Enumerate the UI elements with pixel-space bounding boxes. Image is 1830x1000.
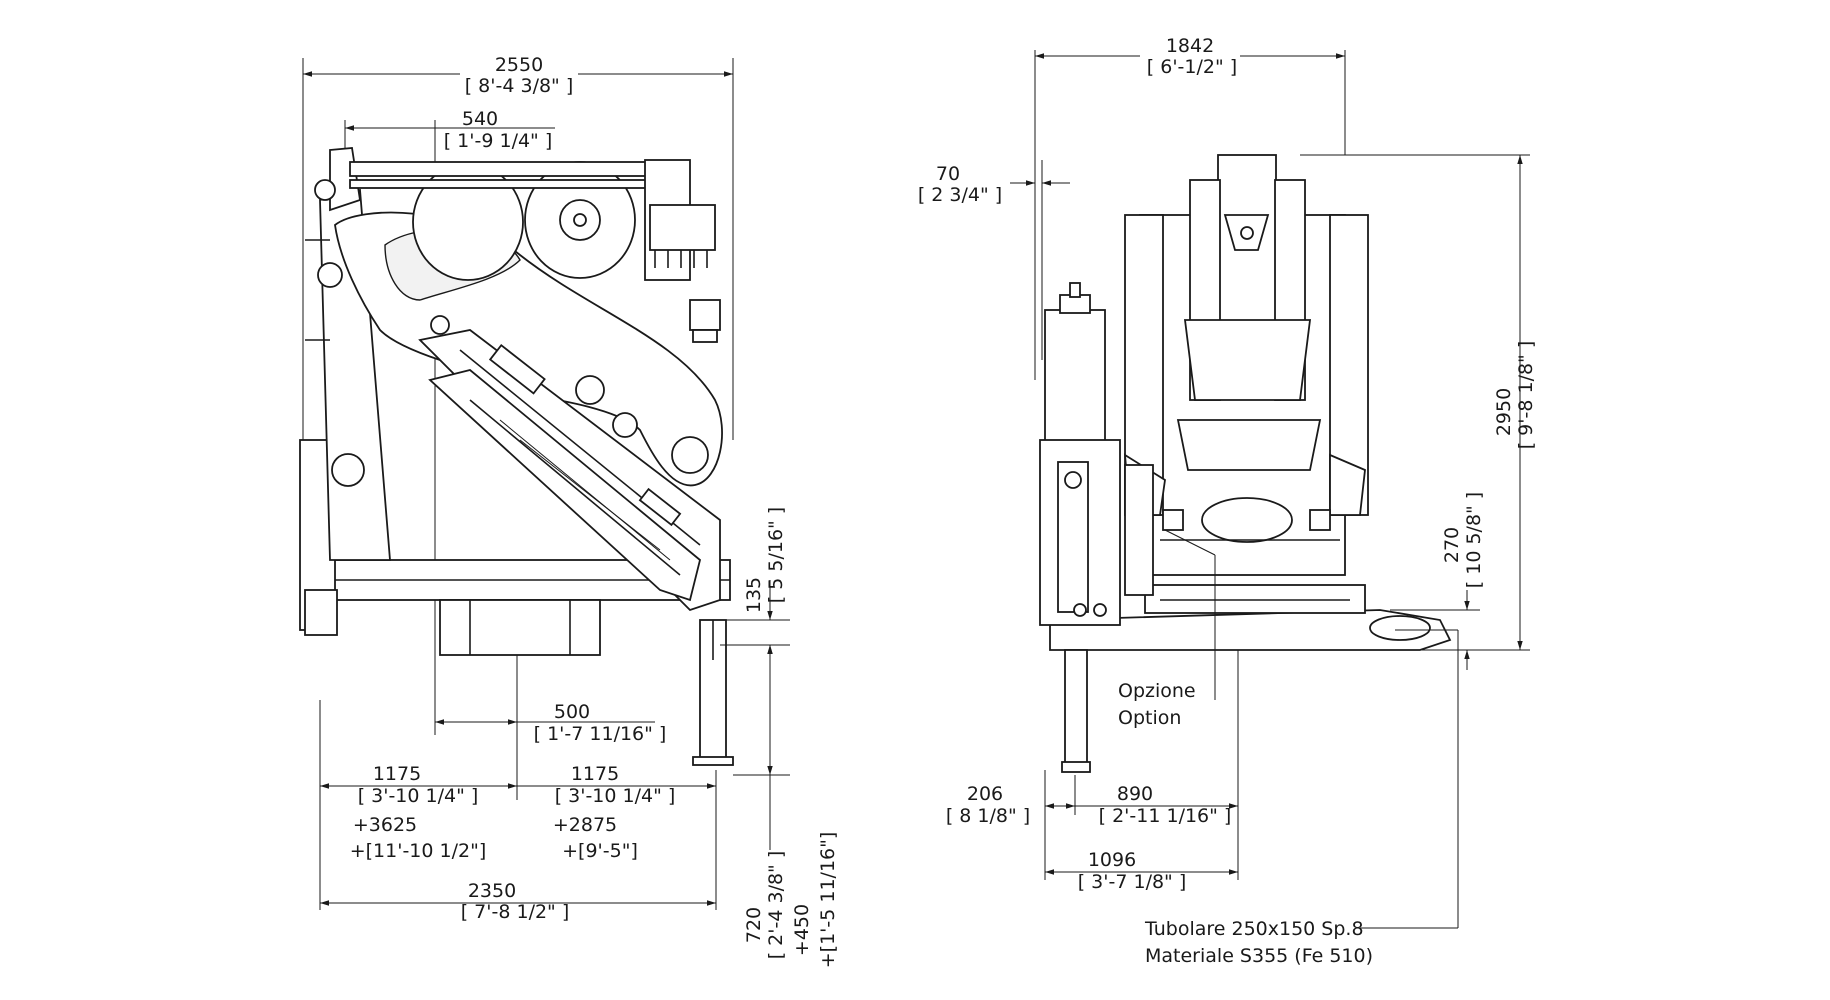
option-callout: Opzione Option <box>1118 529 1216 729</box>
dim-2550: 2550 <box>495 54 543 76</box>
dim-3625-imperial: +[11'-10 1/2"] <box>350 840 487 862</box>
front-base-plate <box>1049 584 1452 651</box>
dim-1175-left-imperial: [ 3'-10 1/4" ] <box>358 785 479 807</box>
dim-1096-imperial: [ 3'-7 1/8" ] <box>1078 871 1187 893</box>
dim-base-width: 2350 [ 7'-8 1/2" ] <box>320 880 716 923</box>
hose-reels <box>349 161 651 281</box>
dim-leg-total: 1096 [ 3'-7 1/8" ] <box>1045 849 1238 893</box>
dim-front-height: 2950 [ 9'-8 1/8" ] <box>1300 154 1537 651</box>
dim-1175-right: 1175 <box>571 763 619 785</box>
dim-leg-offsets: 206 [ 8 1/8" ] 890 [ 2'-11 1/16" ] <box>946 650 1239 880</box>
dim-70-imperial: [ 2 3/4" ] <box>918 184 1002 206</box>
dim-2950: 2950 <box>1493 388 1515 436</box>
front-column <box>1123 154 1369 576</box>
dim-1842-imperial: [ 6'-1/2" ] <box>1147 56 1237 78</box>
dim-206-imperial: [ 8 1/8" ] <box>946 805 1030 827</box>
dim-890: 890 <box>1117 783 1153 805</box>
dim-1175-right-imperial: [ 3'-10 1/4" ] <box>555 785 676 807</box>
front-stabilizer <box>1039 282 1154 773</box>
side-view: 2550 [ 8'-4 3/8" ] 540 [ 1'-9 1/4" ] <box>299 54 839 968</box>
dim-1842: 1842 <box>1166 35 1214 57</box>
dim-206: 206 <box>967 783 1003 805</box>
dim-890-imperial: [ 2'-11 1/16" ] <box>1099 805 1232 827</box>
dim-2875: +2875 <box>553 814 617 836</box>
dim-135-imperial: [ 5 5/16" ] <box>765 507 787 603</box>
option-label-en: Option <box>1118 707 1181 729</box>
dim-2875-imperial: +[9'-5"] <box>562 840 638 862</box>
dim-500: 500 <box>554 701 590 723</box>
dim-540-imperial: [ 1'-9 1/4" ] <box>444 130 553 152</box>
dim-720: 720 <box>743 907 765 943</box>
dim-270-imperial: [ 10 5/8" ] <box>1463 492 1485 588</box>
stabilizer-leg-side <box>692 619 734 766</box>
dim-270: 270 <box>1441 527 1463 563</box>
dim-135: 135 <box>743 577 765 613</box>
tube-note-text: Tubolare 250x150 Sp.8 <box>1144 918 1364 940</box>
dim-overall-width: 2550 [ 8'-4 3/8" ] <box>302 54 734 560</box>
dim-2950-imperial: [ 9'-8 1/8" ] <box>1515 341 1537 450</box>
dim-3625: +3625 <box>353 814 417 836</box>
dim-70: 70 <box>936 163 960 185</box>
dim-pad-height: 135 [ 5 5/16" ] <box>720 507 790 665</box>
dim-cylinder-offset: 500 [ 1'-7 11/16" ] <box>434 600 667 800</box>
tube-note: Tubolare 250x150 Sp.8 Materiale S355 (Fe… <box>1144 629 1459 967</box>
dim-2350-imperial: [ 7'-8 1/2" ] <box>461 901 570 923</box>
telescopic-boom <box>418 329 721 612</box>
dim-1175-left: 1175 <box>373 763 421 785</box>
dim-2350: 2350 <box>468 880 516 902</box>
control-valves <box>644 159 721 343</box>
option-label-it: Opzione <box>1118 680 1196 702</box>
front-view: 1842 [ 6'-1/2" ] 70 [ 2 3/4" ] 2950 [ 9'… <box>918 35 1537 967</box>
dim-720-imperial: [ 2'-4 3/8" ] <box>765 851 787 960</box>
dim-front-base-height: 270 [ 10 5/8" ] <box>1390 492 1485 670</box>
dim-plus-450: +450 <box>791 904 813 956</box>
dim-small-offset: 70 [ 2 3/4" ] <box>918 160 1070 360</box>
material-note-text: Materiale S355 (Fe 510) <box>1145 945 1373 967</box>
crane-column <box>305 147 391 561</box>
dim-2550-imperial: [ 8'-4 3/8" ] <box>465 75 574 97</box>
dim-540: 540 <box>462 108 498 130</box>
dim-stabilizer-span: 1175 [ 3'-10 1/4" ] +3625 +[11'-10 1/2"]… <box>319 700 717 910</box>
dim-1096: 1096 <box>1088 849 1136 871</box>
dim-front-width: 1842 [ 6'-1/2" ] <box>1034 35 1346 380</box>
dim-plus-450-imperial: +[1'-5 11/16"] <box>817 832 839 969</box>
dim-stab-depth: 720 [ 2'-4 3/8" ] +450 +[1'-5 11/16"] <box>733 645 839 968</box>
dim-500-imperial: [ 1'-7 11/16" ] <box>534 723 667 745</box>
